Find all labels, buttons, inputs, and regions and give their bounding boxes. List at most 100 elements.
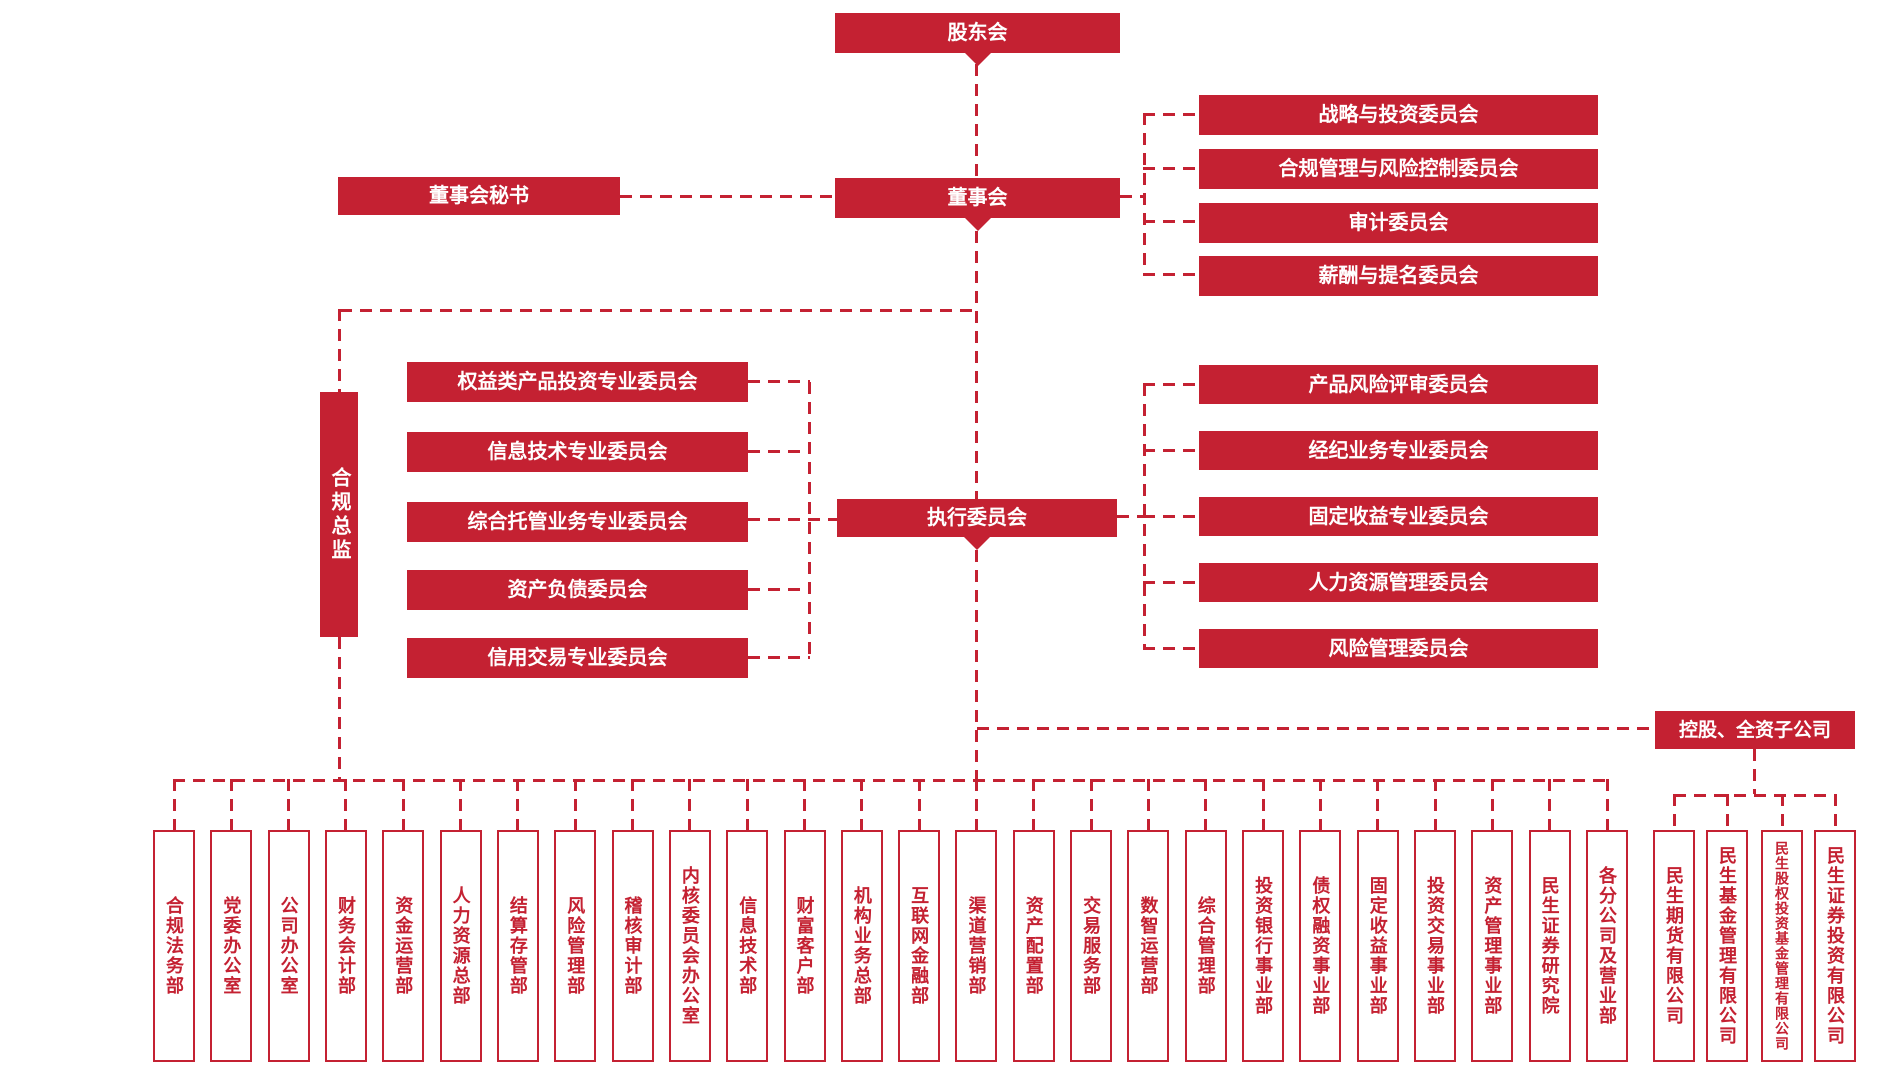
org-node-board-committee: 战略与投资委员会 xyxy=(1199,95,1598,135)
org-node-department-label: 资产配置部 xyxy=(1023,896,1044,996)
org-node-department-label: 民生证券研究院 xyxy=(1539,876,1560,1016)
connector-line-v xyxy=(975,64,978,178)
connector-line-h xyxy=(1143,273,1199,276)
connector-line-v xyxy=(860,779,864,830)
org-node-subsidiary-label: 民生股权投资基金管理有限公司 xyxy=(1774,841,1790,1051)
connector-line-h xyxy=(340,309,977,312)
org-node-department: 合规法务部 xyxy=(153,830,195,1062)
connector-line-h xyxy=(977,727,1655,730)
org-node-exec-committee-right: 风险管理委员会 xyxy=(1199,629,1598,668)
connector-line-h xyxy=(620,195,835,198)
org-node-department: 财富客户部 xyxy=(783,830,826,1062)
org-node-department-label: 信息技术部 xyxy=(737,896,758,996)
subsidiaries-header-label: 控股、全资子公司 xyxy=(1678,719,1831,741)
org-node-department: 稽核审计部 xyxy=(611,830,654,1062)
connector-line-v xyxy=(688,779,692,830)
connector-line-v xyxy=(1725,794,1729,830)
org-node-department: 信息技术部 xyxy=(726,830,769,1062)
org-node-chief-compliance-officer: 合规总监 xyxy=(320,392,358,637)
org-node-exec-committee-right-label: 风险管理委员会 xyxy=(1328,637,1469,660)
org-node-board-secretary: 董事会秘书 xyxy=(338,177,620,215)
connector-line-v xyxy=(1672,794,1676,830)
org-node-subsidiary: 民生基金管理有限公司 xyxy=(1706,830,1748,1062)
connector-line-h xyxy=(1143,515,1199,518)
org-node-exec-committee-right: 经纪业务专业委员会 xyxy=(1199,431,1598,470)
org-node-department: 数智运营部 xyxy=(1127,830,1170,1062)
org-node-department: 民生证券研究院 xyxy=(1528,830,1571,1062)
chief-compliance-officer-label: 合规总监 xyxy=(328,466,350,563)
connector-line-v xyxy=(1143,113,1146,276)
connector-line-h xyxy=(1143,167,1199,170)
connector-line-v xyxy=(338,309,341,392)
org-node-board-committee: 审计委员会 xyxy=(1199,203,1598,243)
executive-committee-label: 执行委员会 xyxy=(927,507,1027,529)
org-node-board-committee-label: 合规管理与风险控制委员会 xyxy=(1278,158,1519,180)
org-node-department: 互联网金融部 xyxy=(898,830,941,1062)
org-node-department: 投资交易事业部 xyxy=(1414,830,1457,1062)
connector-line-v xyxy=(1146,779,1150,830)
org-node-department: 资产管理事业部 xyxy=(1471,830,1514,1062)
notch-triangle xyxy=(964,53,991,66)
org-node-subsidiary: 民生股权投资基金管理有限公司 xyxy=(1761,830,1803,1062)
org-node-exec-committee-left: 信用交易专业委员会 xyxy=(407,638,748,678)
org-node-department-label: 合规法务部 xyxy=(164,896,184,996)
org-node-exec-committee-left: 信息技术专业委员会 xyxy=(407,432,748,472)
connector-line-h xyxy=(1143,383,1199,386)
org-node-subsidiary-label: 民生证券投资有限公司 xyxy=(1825,846,1845,1046)
connector-line-v xyxy=(401,779,405,830)
org-node-exec-committee-left-label: 综合托管业务专业委员会 xyxy=(467,511,688,533)
org-node-board-committee-label: 薪酬与提名委员会 xyxy=(1318,265,1479,287)
connector-line-v xyxy=(338,637,341,780)
connector-line-h xyxy=(1674,794,1836,797)
connector-line-h xyxy=(173,779,1607,782)
org-node-board-of-directors: 董事会 xyxy=(835,178,1120,231)
org-node-department-label: 内核委员会办公室 xyxy=(679,866,700,1026)
org-node-subsidiary-label: 民生基金管理有限公司 xyxy=(1717,846,1737,1046)
notch-triangle xyxy=(964,218,991,231)
org-node-exec-committee-right: 人力资源管理委员会 xyxy=(1199,563,1598,602)
org-node-department-label: 综合管理部 xyxy=(1195,896,1216,996)
org-node-department: 公司办公室 xyxy=(267,830,310,1062)
connector-line-v xyxy=(803,779,807,830)
connector-line-v xyxy=(1261,779,1265,830)
org-node-subsidiary: 民生证券投资有限公司 xyxy=(1814,830,1856,1062)
connector-line-v xyxy=(1780,794,1784,830)
org-node-department: 风险管理部 xyxy=(554,830,597,1062)
connector-line-v xyxy=(974,779,978,830)
org-node-subsidiary-label: 民生期货有限公司 xyxy=(1664,866,1684,1026)
connector-line-v xyxy=(1089,779,1093,830)
connector-line-v xyxy=(1490,779,1494,830)
org-node-shareholders-meeting: 股东会 xyxy=(835,13,1120,66)
org-node-department: 财务会计部 xyxy=(324,830,367,1062)
connector-line-v xyxy=(808,382,811,658)
org-node-exec-committee-left-label: 信用交易专业委员会 xyxy=(487,647,668,669)
org-node-department-label: 投资交易事业部 xyxy=(1425,876,1446,1016)
connector-line-v xyxy=(975,550,978,781)
org-node-department-label: 固定收益事业部 xyxy=(1367,876,1388,1016)
org-node-department: 各分公司及营业部 xyxy=(1586,830,1628,1062)
org-node-exec-committee-left-label: 权益类产品投资专业委员会 xyxy=(457,371,698,393)
connector-line-v xyxy=(1143,384,1146,649)
connector-line-v xyxy=(1318,779,1322,830)
connector-line-h xyxy=(1143,220,1199,223)
connector-line-v xyxy=(1433,779,1437,830)
connector-line-v xyxy=(1376,779,1380,830)
connector-line-h xyxy=(1120,195,1145,198)
board-secretary-label: 董事会秘书 xyxy=(429,185,529,207)
connector-line-v xyxy=(344,779,348,830)
org-node-exec-committee-right-label: 固定收益专业委员会 xyxy=(1308,505,1489,528)
connector-line-h xyxy=(1143,449,1199,452)
org-node-department-label: 债权融资事业部 xyxy=(1310,876,1331,1016)
connector-line-v xyxy=(287,779,291,830)
org-node-exec-committee-right-label: 经纪业务专业委员会 xyxy=(1308,439,1489,462)
connector-line-v xyxy=(745,779,749,830)
org-node-board-committee-label: 审计委员会 xyxy=(1348,212,1449,234)
org-node-board-committee: 合规管理与风险控制委员会 xyxy=(1199,149,1598,189)
connector-line-v xyxy=(917,779,921,830)
board-of-directors-label: 董事会 xyxy=(947,187,1008,209)
connector-line-v xyxy=(1833,794,1837,830)
connector-line-v xyxy=(229,779,233,830)
org-node-department-label: 结算存管部 xyxy=(507,896,528,996)
connector-line-v xyxy=(172,779,176,830)
